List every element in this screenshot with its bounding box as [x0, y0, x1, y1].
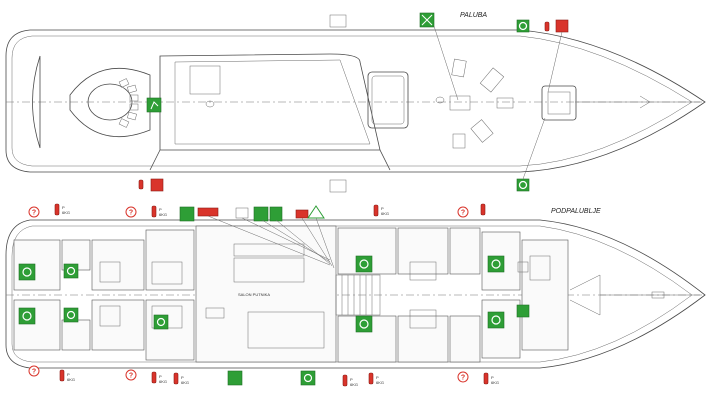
upper-deck: PALUBA: [5, 12, 706, 173]
svg-text:6KG: 6KG: [159, 212, 167, 217]
cabin: [397, 227, 449, 275]
cabin: [91, 299, 145, 351]
question-mark-icon: [28, 206, 469, 383]
salon: [195, 225, 337, 363]
svg-text:P: P: [381, 206, 384, 211]
svg-text:6KG: 6KG: [376, 380, 384, 385]
svg-text:?: ?: [461, 210, 465, 217]
svg-text:P: P: [350, 377, 353, 382]
skylight: [367, 71, 409, 129]
cabin: [145, 299, 195, 361]
svg-text:P: P: [67, 372, 70, 377]
lower-deck-label: PODPALUBLJE: [551, 208, 601, 215]
windlass: [541, 85, 577, 121]
fire-extinguisher-icon: [544, 21, 550, 32]
svg-text:P: P: [491, 375, 494, 380]
svg-text:6KG: 6KG: [381, 211, 389, 216]
salon-label: SALON PUTNIKA: [238, 292, 270, 297]
upper-deck-hull: [5, 29, 706, 173]
lifebuoy-icon: [18, 206, 505, 386]
svg-text:?: ?: [129, 210, 133, 217]
svg-text:6KG: 6KG: [181, 380, 189, 385]
fire-extinguisher-icon: [54, 203, 489, 387]
emergency-exit-icon: [146, 97, 162, 113]
svg-text:?: ?: [32, 210, 36, 217]
warning-sign-icon: [307, 205, 325, 219]
svg-text:P: P: [62, 205, 65, 210]
svg-text:6KG: 6KG: [62, 210, 70, 215]
fire-alarm-box-icon: [555, 19, 569, 33]
svg-text:?: ?: [129, 373, 133, 380]
svg-text:6KG: 6KG: [159, 379, 167, 384]
emergency-exit-icon: [516, 304, 530, 318]
cabin: [13, 239, 61, 291]
upper-safety-markers: [138, 12, 569, 193]
fire-alarm-box-icon: [295, 209, 309, 219]
lifebuoy-icon: [516, 178, 530, 192]
cabin: [397, 315, 449, 363]
fire-alarm-box-icon: [197, 207, 219, 217]
cabin: [145, 229, 195, 291]
cabin: [91, 239, 145, 291]
muster-sign-icon: [329, 14, 347, 28]
lower-safety-markers: [18, 205, 530, 386]
svg-text:6KG: 6KG: [350, 382, 358, 387]
lower-deck-hull: [5, 219, 706, 369]
lifebuoy-icon: [516, 19, 530, 33]
svg-text:6KG: 6KG: [491, 380, 499, 385]
muster-sign-icon: [329, 179, 347, 193]
svg-text:P: P: [376, 375, 379, 380]
extinguishers: P 6KG P 6KG P 6KG P 6KG P 6KG P 6KG P 6K…: [54, 203, 499, 387]
fire-extinguisher-icon: [138, 179, 144, 190]
aft-lounge: [69, 68, 151, 137]
fire-alarm-box-icon: [150, 178, 164, 192]
cabin: [481, 299, 521, 359]
stairs: [335, 274, 381, 316]
help-points: ?? ?? ??: [28, 206, 469, 383]
svg-text:6KG: 6KG: [67, 377, 75, 382]
first-aid-sign-icon: [235, 207, 249, 219]
svg-text:P: P: [181, 375, 184, 380]
upper-deck-label: PALUBA: [460, 12, 487, 19]
svg-text:P: P: [159, 374, 162, 379]
svg-text:?: ?: [32, 369, 36, 376]
aft-table: [87, 83, 133, 121]
superstructure: [159, 53, 381, 151]
lower-deck: SALON PUTNIKA PODPALUBLJE: [5, 208, 706, 369]
svg-text:?: ?: [461, 375, 465, 382]
svg-text:P: P: [159, 207, 162, 212]
cabin: [13, 299, 61, 351]
crew-area: [521, 239, 569, 351]
